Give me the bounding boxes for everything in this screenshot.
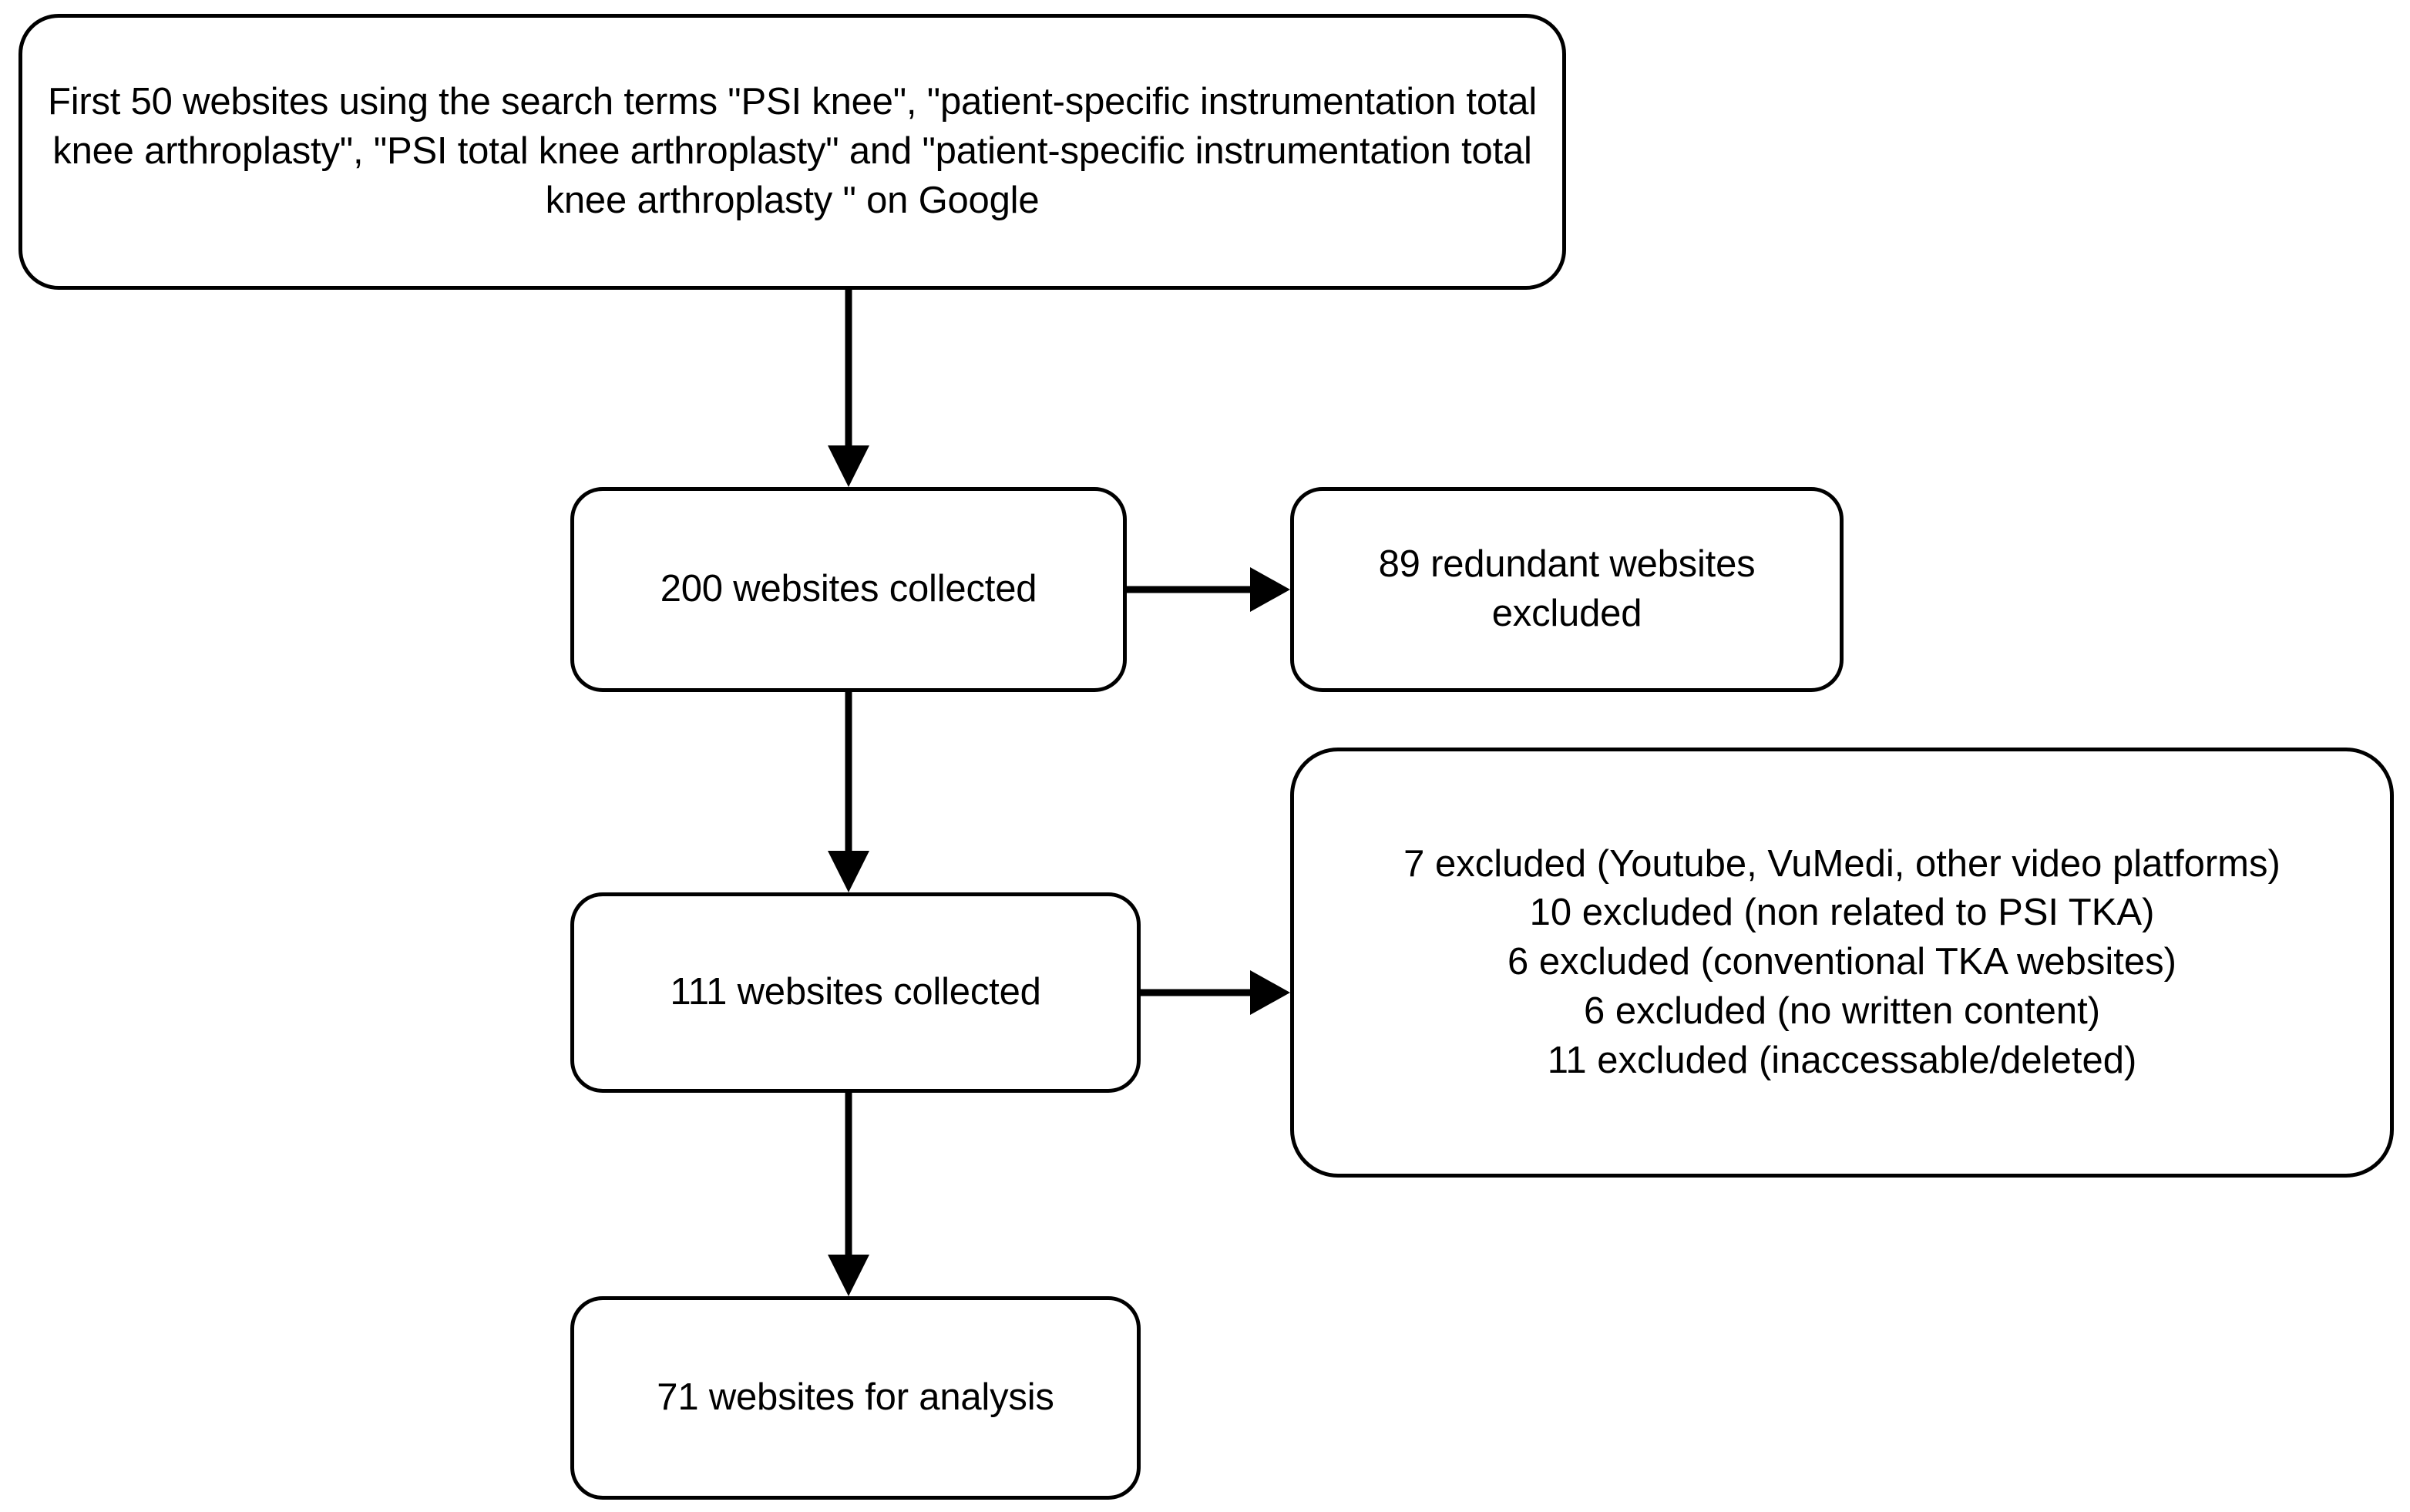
exclusion-reasons-box: 7 excluded (Youtube, VuMedi, other video… bbox=[1290, 748, 2394, 1178]
exclusion-reasons-list: 7 excluded (Youtube, VuMedi, other video… bbox=[1294, 840, 2390, 1085]
search-strategy-box: First 50 websites using the search terms… bbox=[18, 14, 1566, 290]
collected-111-text: 111 websites collected bbox=[670, 971, 1041, 1013]
arrow-111-to-71 bbox=[828, 1093, 869, 1296]
redundant-excluded-box: 89 redundant websites excluded bbox=[1290, 487, 1844, 692]
analysis-71-box: 71 websites for analysis bbox=[570, 1296, 1141, 1500]
arrow-search-to-200 bbox=[828, 290, 869, 487]
analysis-71-text: 71 websites for analysis bbox=[657, 1376, 1054, 1419]
arrow-111-to-exclusions bbox=[1141, 970, 1290, 1015]
exclusion-line: 11 excluded (inaccessable/deleted) bbox=[1547, 1039, 2137, 1081]
collected-200-box: 200 websites collected bbox=[570, 487, 1127, 692]
exclusion-line: 7 excluded (Youtube, VuMedi, other video… bbox=[1403, 842, 2281, 885]
exclusion-line: 10 excluded (non related to PSI TKA) bbox=[1529, 892, 2155, 934]
search-strategy-text: First 50 websites using the search terms… bbox=[47, 81, 1538, 221]
collected-200-text: 200 websites collected bbox=[660, 568, 1037, 610]
exclusion-line: 6 excluded (no written content) bbox=[1583, 990, 2101, 1032]
exclusion-line: 6 excluded (conventional TKA websites) bbox=[1508, 941, 2176, 983]
arrow-200-to-111 bbox=[828, 692, 869, 892]
redundant-excluded-text: 89 redundant websites excluded bbox=[1378, 543, 1756, 634]
collected-111-box: 111 websites collected bbox=[570, 892, 1141, 1093]
arrow-200-to-redundant bbox=[1127, 567, 1290, 612]
